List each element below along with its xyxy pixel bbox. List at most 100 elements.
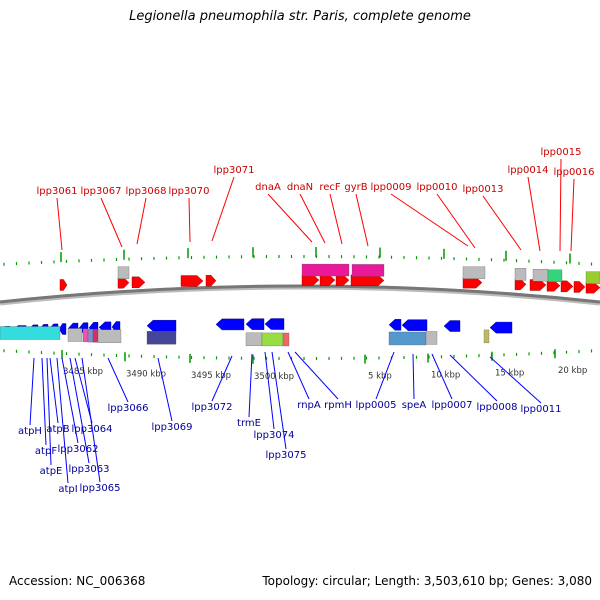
forward-label-leader (136, 197, 147, 245)
forward-cog-block (351, 264, 385, 277)
forward-gene-arrow (180, 275, 204, 287)
reverse-label-leader (56, 357, 69, 484)
forward-cog-block (462, 266, 486, 279)
reverse-cog-block (261, 332, 284, 347)
reverse-label-leader (69, 357, 90, 464)
reverse-label-leader (211, 355, 233, 402)
forward-gene-label: dnaN (287, 182, 313, 193)
reverse-gene-arrow (58, 323, 67, 335)
forward-cog-block (532, 268, 549, 282)
forward-gene-label: lpp0016 (554, 167, 595, 178)
reverse-gene-label: lpp3072 (192, 402, 233, 413)
reverse-cog-block (0, 326, 61, 340)
reverse-gene-label: lpp3062 (58, 444, 99, 455)
reverse-label-leader (61, 357, 79, 444)
reverse-label-leader (41, 357, 47, 446)
forward-gene-label: lpp3067 (81, 186, 122, 197)
scale-label: 3495 kbp (191, 371, 231, 381)
genome-backbone (0, 284, 600, 304)
forward-gene-label: dnaA (255, 182, 281, 193)
forward-cog-block (585, 271, 600, 284)
reverse-label-leader (157, 357, 173, 422)
forward-gene-label: lpp0013 (463, 184, 504, 195)
reverse-label-leader (81, 357, 101, 483)
forward-label-leader (329, 193, 343, 245)
reverse-label-leader (29, 357, 35, 426)
forward-gene-label: lpp0009 (371, 182, 412, 193)
reverse-label-leader (264, 351, 275, 430)
reverse-label-leader (271, 351, 287, 450)
reverse-gene-label: lpp3063 (69, 464, 110, 475)
reverse-label-leader (412, 353, 415, 400)
scale-label: 3500 kbp (254, 372, 294, 382)
forward-cog-block (117, 266, 130, 279)
forward-cog-block (547, 269, 563, 282)
reverse-label-leader (489, 356, 542, 404)
outer-tick-row (3, 255, 593, 266)
forward-label-leader (570, 178, 575, 252)
reverse-label-leader (46, 357, 52, 466)
forward-gene-label: lpp0014 (508, 165, 549, 176)
reverse-gene-label: lpp0005 (356, 400, 397, 411)
reverse-gene-arrow (146, 320, 177, 332)
reverse-gene-label: lpp3075 (266, 450, 307, 461)
accession-text: Accession: NC_006368 (9, 574, 146, 588)
reverse-gene-label: lpp3069 (152, 422, 193, 433)
reverse-cog-block (67, 328, 83, 342)
reverse-cog-block (87, 328, 94, 343)
reverse-gene-label: atpH (18, 426, 42, 437)
forward-gene-label: lpp3061 (37, 186, 78, 197)
reverse-label-leader (74, 357, 93, 424)
forward-gene-label: gyrB (344, 182, 367, 193)
forward-label-leader (188, 197, 191, 243)
forward-label-leader (527, 176, 541, 252)
forward-gene-arrow (131, 276, 146, 289)
reverse-gene-label: rpmH (324, 400, 352, 411)
reverse-cog-block (282, 332, 290, 347)
forward-label-leader (56, 197, 63, 251)
scale-label: 20 kbp (558, 366, 587, 376)
reverse-gene-label: atpF (35, 446, 57, 457)
reverse-label-leader (248, 353, 253, 418)
map-title: Legionella pneumophila str. Paris, compl… (129, 9, 471, 24)
forward-gene-arrow (560, 280, 574, 293)
reverse-gene-label: lpp0008 (477, 402, 518, 413)
forward-gene-arrow (205, 275, 217, 287)
reverse-label-leader (449, 354, 498, 402)
forward-label-leader (267, 193, 313, 243)
forward-label-leader (299, 193, 326, 244)
forward-gene-arrow (59, 279, 68, 291)
forward-label-leader (436, 193, 476, 249)
reverse-gene-label: lpp3074 (254, 430, 295, 441)
scale-label: 3490 kbp (126, 369, 166, 379)
reverse-gene-label: rnpA (297, 400, 321, 411)
reverse-gene-arrow (443, 320, 461, 332)
reverse-gene-label: atpE (40, 466, 63, 477)
reverse-label-leader (431, 353, 453, 400)
reverse-gene-arrow (245, 318, 265, 330)
forward-gene-label: lpp3068 (126, 186, 167, 197)
scale-label: 3485 kbp (63, 367, 103, 377)
reverse-gene-arrow (489, 321, 513, 334)
reverse-label-leader (375, 351, 395, 400)
reverse-label-leader (49, 357, 59, 424)
reverse-gene-label: lpp0007 (432, 400, 473, 411)
forward-cog-block (514, 268, 527, 281)
forward-gene-label: lpp3071 (214, 165, 255, 176)
scale-label: 5 kbp (368, 372, 392, 382)
reverse-gene-label: lpp3065 (80, 483, 121, 494)
reverse-gene-label: lpp3066 (108, 403, 149, 414)
forward-gene-label: lpp0010 (417, 182, 458, 193)
forward-label-leader (355, 193, 369, 247)
forward-gene-label: lpp3070 (169, 186, 210, 197)
reverse-label-leader (294, 351, 339, 400)
reverse-cog-block (425, 331, 438, 345)
forward-gene-label: lpp0015 (541, 147, 582, 158)
scale-label: 15 kbp (495, 369, 524, 379)
forward-label-leader (559, 158, 562, 252)
reverse-cog-block (97, 329, 122, 343)
forward-gene-label: recF (319, 182, 341, 193)
forward-gene-arrow (319, 274, 336, 286)
reverse-gene-arrow (388, 319, 402, 331)
reverse-gene-label: lpp0011 (521, 404, 562, 415)
